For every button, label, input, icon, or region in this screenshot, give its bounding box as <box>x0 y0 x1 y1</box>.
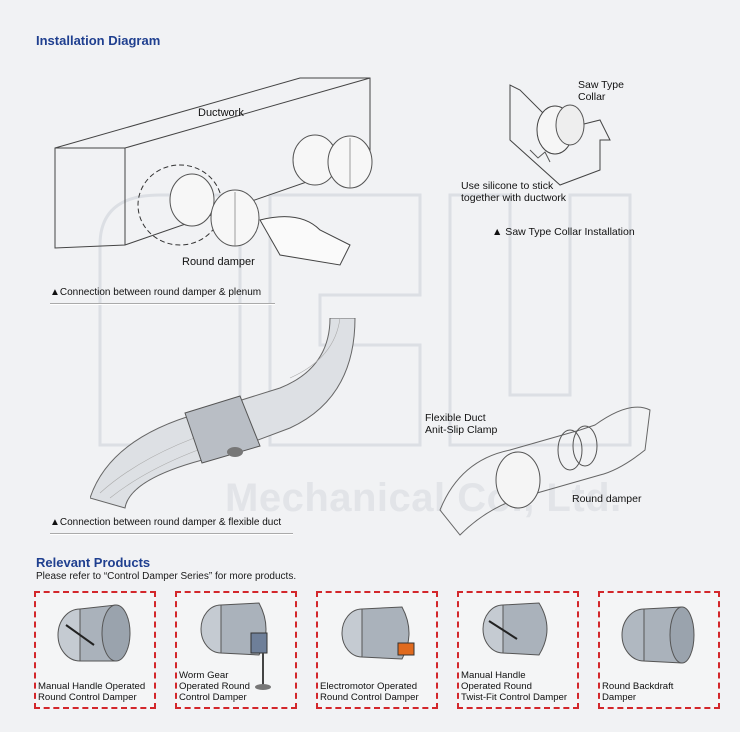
section-title-products: Relevant Products <box>36 555 151 570</box>
saw-collar-illustration <box>509 84 611 186</box>
damper-icon <box>482 602 548 656</box>
plenum-caption: ▲Connection between round damper & plenu… <box>50 287 262 298</box>
watermark-text: Mechanical Co., Ltd. <box>225 476 622 520</box>
flex-duct-illustration <box>90 318 356 509</box>
products-subtitle: Please refer to “Control Damper Series” … <box>36 571 297 582</box>
product-card-manual-handle[interactable]: Manual Handle Operated Round Control Dam… <box>34 591 156 709</box>
product-label-line2: Damper <box>602 692 637 703</box>
section-title-installation: Installation Diagram <box>36 33 161 48</box>
product-card-twist-fit[interactable]: Manual Handle Operated Round Twist-Fit C… <box>457 591 579 709</box>
flex-caption-underline <box>50 533 293 535</box>
flex-caption: ▲Connection between round damper & flexi… <box>50 517 282 528</box>
product-card-electromotor[interactable]: Electromotor Operated Round Control Damp… <box>316 591 438 709</box>
product-label-line1: Round Backdraft <box>602 681 674 692</box>
product-label-line2: Round Control Damper <box>320 692 419 703</box>
silicone-label: Use silicone to stick together with duct… <box>461 180 567 204</box>
product-card-backdraft[interactable]: Round Backdraft Damper <box>598 591 720 709</box>
product-label-line2: Round Control Damper <box>38 692 137 703</box>
round-damper-label: Round damper <box>182 256 255 268</box>
flex-round-damper-label: Round damper <box>572 493 642 505</box>
flex-clamp-illustration <box>439 406 651 536</box>
product-label-line3: Twist-Fit Control Damper <box>461 692 568 703</box>
watermark-logo <box>98 193 632 447</box>
product-label-line2: Operated Round <box>179 681 250 692</box>
plenum-caption-underline <box>50 303 275 305</box>
plenum-illustration <box>54 77 373 266</box>
saw-caption: ▲ Saw Type Collar Installation <box>492 226 635 238</box>
product-label-line1: Manual Handle Operated <box>38 681 146 692</box>
product-label-line3: Control Damper <box>179 692 247 703</box>
product-label-line1: Worm Gear <box>179 670 229 681</box>
product-label-line1: Electromotor Operated <box>320 681 418 692</box>
saw-collar-label: Saw Type Collar <box>578 79 624 103</box>
damper-icon <box>621 606 695 664</box>
product-label-line1: Manual Handle <box>461 670 526 681</box>
product-card-worm-gear[interactable]: Worm Gear Operated Round Control Damper <box>175 591 297 709</box>
damper-icon <box>200 602 271 690</box>
product-label-line2: Operated Round <box>461 681 532 692</box>
flex-clamp-label: Flexible Duct Anit-Slip Clamp <box>425 412 498 436</box>
ductwork-label: Ductwork <box>198 107 244 119</box>
damper-icon <box>57 604 131 662</box>
damper-icon <box>341 606 415 660</box>
